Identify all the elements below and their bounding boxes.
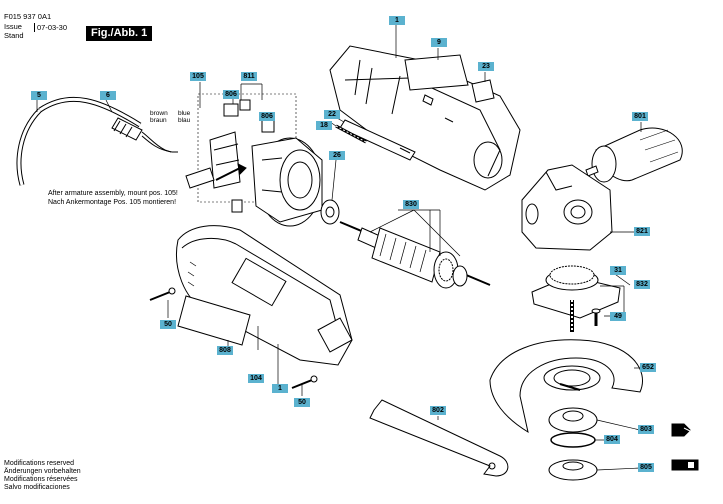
part-tag-1-top: 1	[389, 16, 405, 25]
part-tag-49: 49	[610, 312, 626, 321]
part-tag-811: 811	[241, 72, 257, 81]
part-tag-104: 104	[248, 374, 264, 383]
issue-label: Issue	[4, 22, 22, 31]
flange-nut-drawing	[548, 407, 699, 481]
wire-label-blue-en: blue	[178, 110, 191, 117]
gear-housing-drawing	[521, 164, 613, 251]
footer-line-es: Salvo modificaciones	[4, 484, 70, 491]
guard-drawing	[489, 339, 643, 434]
footer-line-fr: Modifications réservées	[4, 476, 78, 483]
wire-label-brown-en: brown	[150, 110, 168, 117]
part-tag-805: 805	[638, 463, 654, 472]
stand-label: Stand	[4, 31, 24, 40]
gear-flange-drawing	[531, 265, 621, 332]
part-tag-806-b: 806	[259, 112, 275, 121]
aux-handle-drawing	[585, 127, 683, 183]
part-tag-830: 830	[403, 200, 419, 209]
part-tag-6: 6	[100, 91, 116, 100]
footer-line-en: Modifications reserved	[4, 460, 75, 467]
housing-bottom-drawing	[149, 225, 353, 389]
part-tag-821: 821	[634, 227, 650, 236]
armature-drawing	[339, 221, 491, 289]
part-tag-1-bottom: 1	[272, 384, 288, 393]
part-tag-832: 832	[634, 280, 650, 289]
field-and-brush-holder-drawing	[185, 93, 323, 227]
part-tag-5: 5	[31, 91, 47, 100]
part-tag-26: 26	[329, 151, 345, 160]
document-number: F015 937 0A1	[4, 12, 52, 21]
part-tag-9: 9	[431, 38, 447, 47]
part-tag-652: 652	[640, 363, 656, 372]
part-tag-31: 31	[610, 266, 626, 275]
assembly-note-de: Nach Ankermontage Pos. 105 montieren!	[48, 199, 177, 206]
part-tag-50-b: 50	[294, 398, 310, 407]
bearing-drawing	[320, 199, 340, 225]
leader-lines	[36, 24, 642, 471]
part-tag-23: 23	[478, 62, 494, 71]
part-tag-806-a: 806	[223, 90, 239, 99]
figure-label: Fig./Abb. 1	[86, 26, 153, 41]
part-tag-808: 808	[217, 346, 233, 355]
part-tag-801: 801	[632, 112, 648, 121]
part-tag-803: 803	[638, 425, 654, 434]
switch-rod-drawing	[335, 119, 416, 161]
switch-cover-drawing	[404, 54, 495, 103]
part-tag-22: 22	[324, 110, 340, 119]
part-tag-18: 18	[316, 121, 332, 130]
footer-line-de: Änderungen vorbehalten	[4, 468, 81, 475]
wire-label-brown-de: braun	[150, 117, 167, 124]
power-cord-drawing	[16, 96, 178, 186]
assembly-note-en: After armature assembly, mount pos. 105!	[48, 190, 178, 197]
part-tag-804: 804	[604, 435, 620, 444]
issue-date: 07-03-30	[34, 23, 67, 32]
part-tag-802: 802	[430, 406, 446, 415]
spanner-drawing	[369, 399, 509, 477]
part-tag-105: 105	[190, 72, 206, 81]
part-tag-50-a: 50	[160, 320, 176, 329]
wire-label-blue-de: blau	[178, 117, 191, 124]
